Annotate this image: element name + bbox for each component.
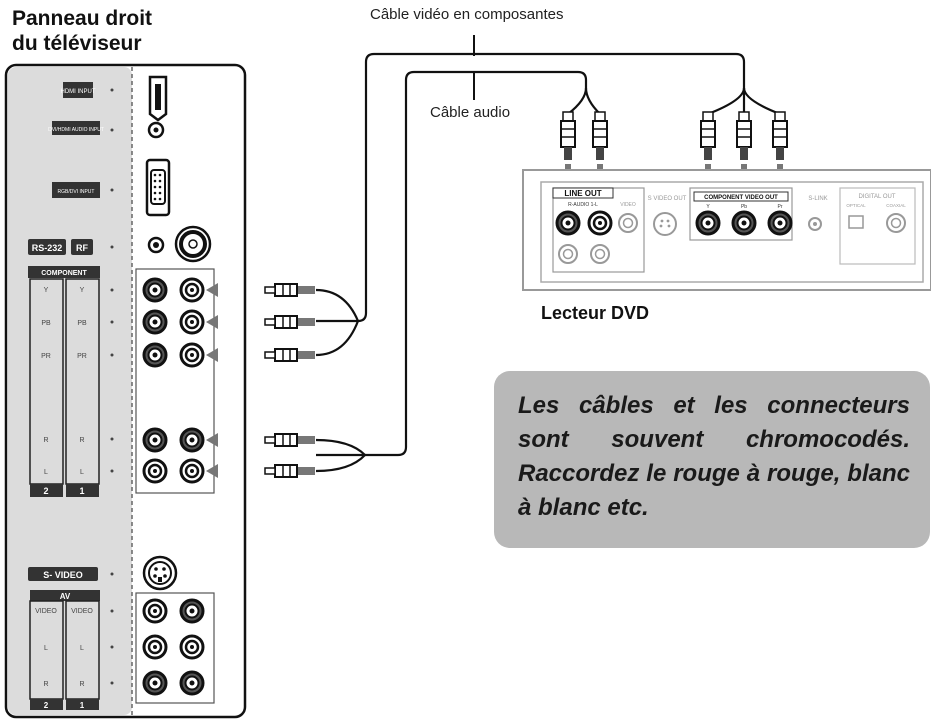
note-text: Les câbles et les connecteurs sont souve… [518, 392, 910, 521]
input-2-label: 2 [43, 486, 48, 496]
pc-input-label: RGB/DVI INPUT [58, 189, 95, 195]
rs232-label: RS-232 [32, 243, 63, 253]
audio-mini-jack [147, 121, 165, 139]
optical-label: OPTICAL [846, 203, 866, 208]
video-out-label: VIDEO [620, 202, 636, 208]
row-l-1: L [80, 469, 84, 476]
av-l-2: L [44, 645, 48, 652]
dvd-player-label: Lecteur DVD [541, 303, 650, 323]
row-y-1: Y [80, 287, 85, 294]
diagram-title: Panneau droit du téléviseur [12, 6, 152, 56]
hdmi-label: HDMI INPUT [61, 89, 96, 95]
av-input-1-label: 1 [80, 701, 85, 710]
row-pr-1: PR [77, 353, 87, 360]
component-cable-label: Câble vidéo en composantes [370, 6, 564, 23]
comp-pr-label: Pr [778, 204, 783, 210]
comp-y-label: Y [706, 204, 710, 210]
av-video-2: VIDEO [35, 608, 57, 615]
tv-right-panel: HDMI INPUT DVI/HDMI AUDIO INPUT RGB/DVI … [4, 63, 247, 719]
tv-jack-arrows [206, 283, 218, 478]
input-1-label: 1 [79, 486, 84, 496]
color-coding-note: Les câbles et les connecteurs sont souve… [494, 371, 930, 548]
s-link-jack [808, 217, 822, 231]
audio-sub-label: R-AUDIO 1-L [568, 202, 598, 208]
rf-label: RF [76, 243, 88, 253]
digital-out-label: DIGITAL OUT [858, 194, 895, 200]
row-y-2: Y [44, 287, 49, 294]
tv-side-plugs [264, 283, 316, 478]
dvd-rear-panel: LINE OUT R-AUDIO 1-L VIDEO S VIDEO OUT C… [522, 169, 931, 291]
tv-svideo-port [142, 555, 178, 591]
component-label: COMPONENT [41, 270, 87, 277]
av-r-2: R [43, 681, 48, 688]
av-input-2-label: 2 [44, 701, 49, 710]
dvi-audio-label: DVI/HDMI AUDIO INPUT [48, 127, 104, 133]
av-r-1: R [79, 681, 84, 688]
vga-port [145, 158, 171, 217]
optical-port [848, 215, 864, 229]
av-video-1: VIDEO [71, 608, 93, 615]
row-pb-1: PB [77, 320, 87, 327]
s-video-out-label: S VIDEO OUT [648, 196, 687, 202]
dvd-svideo-port [653, 212, 677, 236]
rs232-jack [147, 236, 165, 254]
comp-pb-label: Pb [741, 204, 747, 210]
title-line-2: du téléviseur [12, 32, 142, 55]
row-r-2: R [43, 437, 48, 444]
rf-connector [174, 225, 212, 263]
component-out-label: COMPONENT VIDEO OUT [704, 195, 778, 201]
audio-cable-label: Câble audio [430, 104, 511, 121]
line-out-label: LINE OUT [564, 189, 601, 198]
audio-cable [315, 70, 601, 473]
row-l-2: L [44, 469, 48, 476]
svideo-label: S- VIDEO [43, 570, 83, 580]
s-link-label: S-LINK [808, 196, 827, 202]
av-l-1: L [80, 645, 84, 652]
coaxial-label: COAXIAL [886, 203, 906, 208]
av-label: AV [60, 592, 71, 601]
title-line-1: Panneau droit [12, 7, 153, 30]
row-pr-2: PR [41, 353, 51, 360]
row-pb-2: PB [41, 320, 51, 327]
row-r-1: R [79, 437, 84, 444]
